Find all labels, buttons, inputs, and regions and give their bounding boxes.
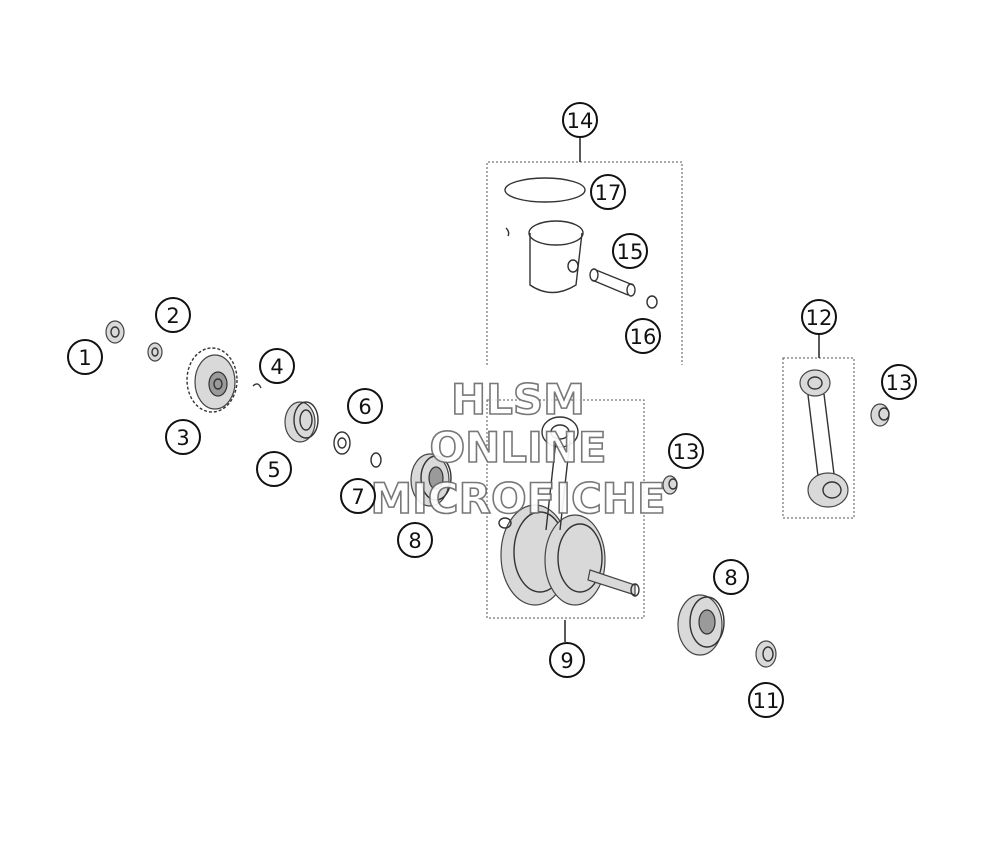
- gear-part: [186, 347, 238, 413]
- watermark-line-2: ONLINE: [429, 423, 606, 472]
- svg-text:13: 13: [673, 440, 700, 464]
- svg-text:12: 12: [806, 306, 833, 330]
- watermark: HLSM ONLINE MICROFICHE: [370, 374, 667, 524]
- svg-text:8: 8: [408, 529, 421, 553]
- crankshaft-group-frame: [486, 399, 645, 619]
- svg-text:9: 9: [560, 649, 573, 673]
- callout-5: 5: [256, 451, 292, 487]
- svg-text:17: 17: [595, 181, 622, 205]
- callout-12: 12: [801, 299, 837, 335]
- callout-14: 14: [562, 102, 598, 138]
- shim-part: [333, 431, 351, 455]
- callout-13-left: 13: [668, 433, 704, 469]
- piston-pin-part: [589, 268, 636, 297]
- svg-text:4: 4: [270, 355, 283, 379]
- callout-8-right: 8: [713, 559, 749, 595]
- bearing-left-part: [410, 453, 452, 507]
- piston-part: [505, 220, 584, 294]
- woodruff-key-part: [252, 383, 262, 389]
- needle-bearing-right-part: [870, 403, 890, 427]
- piston-ring-part: [504, 177, 586, 203]
- callout-6: 6: [347, 388, 383, 424]
- nut-part: [105, 320, 125, 344]
- ring-part: [370, 452, 382, 468]
- svg-text:6: 6: [358, 395, 371, 419]
- svg-text:8: 8: [724, 566, 737, 590]
- watermark-line-3: MICROFICHE: [370, 474, 665, 523]
- piston-group-frame: [486, 161, 683, 365]
- svg-text:3: 3: [176, 426, 189, 450]
- callout-2: 2: [155, 297, 191, 333]
- callout-15: 15: [612, 233, 648, 269]
- crankshaft-part: [498, 416, 640, 606]
- callout-9: 9: [549, 642, 585, 678]
- conrod-part: [799, 369, 849, 508]
- callout-16: 16: [625, 318, 661, 354]
- crank-nut-part: [755, 640, 777, 668]
- svg-text:15: 15: [617, 240, 644, 264]
- shaft-seal-part: [284, 401, 319, 443]
- callout-1: 1: [67, 339, 103, 375]
- callout-13-right: 13: [881, 364, 917, 400]
- svg-text:13: 13: [886, 371, 913, 395]
- washer-part: [147, 342, 163, 362]
- callout-11: 11: [748, 682, 784, 718]
- callout-3: 3: [165, 419, 201, 455]
- bearing-right-part: [677, 594, 725, 656]
- svg-text:5: 5: [267, 458, 280, 482]
- callout-8-left: 8: [397, 522, 433, 558]
- callout-7: 7: [340, 478, 376, 514]
- svg-text:16: 16: [630, 325, 657, 349]
- callout-17: 17: [590, 174, 626, 210]
- svg-text:2: 2: [166, 304, 179, 328]
- watermark-line-1: HLSM: [451, 375, 585, 424]
- conrod-group-frame: [782, 357, 855, 519]
- needle-bearing-left-part: [662, 475, 678, 495]
- svg-text:11: 11: [753, 689, 780, 713]
- callout-4: 4: [259, 348, 295, 384]
- svg-text:14: 14: [567, 109, 594, 133]
- svg-text:7: 7: [351, 485, 364, 509]
- circlip-part: [646, 295, 658, 309]
- svg-text:1: 1: [78, 346, 91, 370]
